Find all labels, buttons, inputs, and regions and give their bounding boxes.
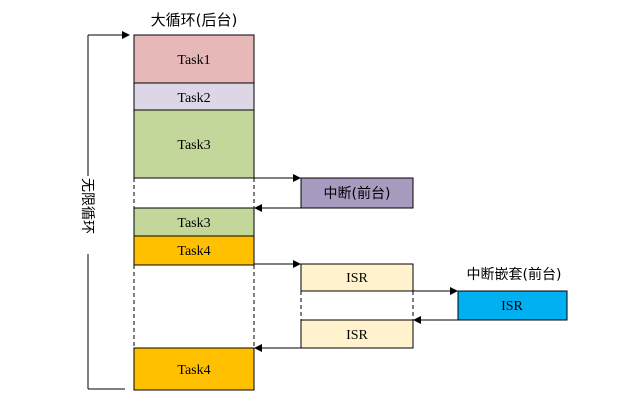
isr-block <box>300 263 414 292</box>
main-loop-column: Task1 Task2 Task3 Task3 Task4 Task4 <box>133 34 255 391</box>
task3-resume-block <box>133 207 255 237</box>
task2-label: Task2 <box>177 91 210 106</box>
interrupt-label: 中断(前台) <box>324 185 391 202</box>
nested-label: 中断嵌套(前台) <box>467 266 562 283</box>
isr-resume-label: ISR <box>346 328 368 343</box>
task3-resume-label: Task3 <box>177 216 210 231</box>
task4-label: Task4 <box>177 244 210 259</box>
title: 大循环(后台) <box>151 11 238 29</box>
task4-resume-label: Task4 <box>177 363 210 378</box>
isr-resume-block <box>300 319 414 349</box>
interrupt-block <box>300 177 414 209</box>
loop-bracket <box>87 31 130 390</box>
main-gap-dashes <box>133 178 255 348</box>
task4-block <box>133 235 255 266</box>
task3-label: Task3 <box>177 138 210 153</box>
isr-gap-dashes <box>300 291 414 320</box>
isr-label: ISR <box>346 271 368 286</box>
task1-label: Task1 <box>177 53 210 68</box>
task1-block <box>133 34 255 84</box>
nested-isr-block <box>457 290 568 321</box>
loop-label: 无限循环 <box>79 178 95 234</box>
task3-block <box>133 109 255 179</box>
task4-resume-block <box>133 347 255 391</box>
nested-isr-label: ISR <box>501 299 523 314</box>
